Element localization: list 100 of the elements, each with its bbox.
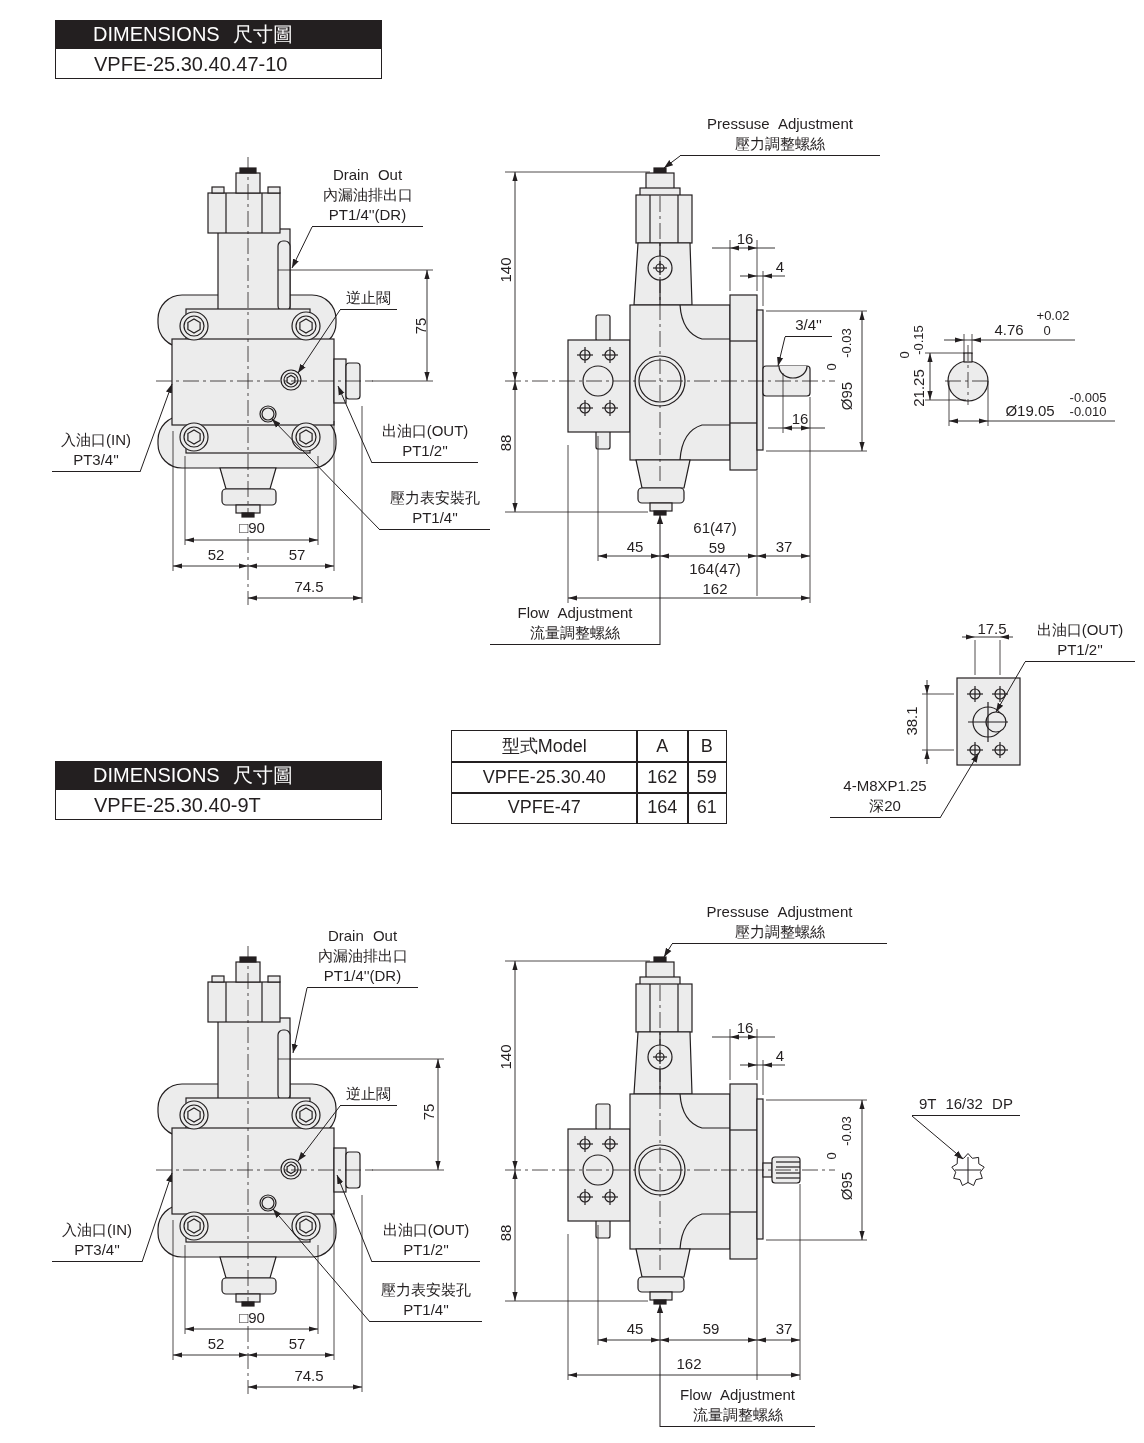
callout-text: 壓力表安裝孔 [381,1280,471,1300]
callout-label [370,1280,482,1322]
dimension-value: 59 [708,538,726,556]
callout-text: 壓力調整螺絲 [735,134,825,154]
leader-line [663,943,673,958]
leader-line [911,1115,964,1160]
leader-line [271,418,381,531]
dimension-value: 45 [626,537,644,555]
leader-line [139,383,173,473]
title-band: DIMENSIONS 尺寸圖 [55,761,382,789]
leader-line [291,226,313,269]
table-cell: VPFE-47 [451,792,638,824]
table-cell: A [636,730,689,763]
dimension-value: 0 [822,363,840,371]
leader-line [939,753,979,819]
callout-text: Pressuse Adjustment [706,902,853,922]
callout-label [340,288,397,310]
callout-label [340,1084,397,1106]
callout-text: PT1/2'' [1057,640,1103,660]
dimension-value: 16 [791,409,809,427]
dimension-value: +0.02 [1036,306,1070,324]
callout-text: PT3/4'' [74,1240,120,1260]
dimension-value: 59 [702,1319,720,1337]
dimension-value: 37 [775,537,793,555]
leader-line [777,336,786,367]
callout-label [372,1220,480,1262]
table-cell: 164 [636,792,689,824]
callout-text: 入油口(IN) [62,1220,132,1240]
callout-label [52,1220,142,1262]
callout-text: 9T 16/32 DP [919,1094,1013,1114]
title-band: DIMENSIONS 尺寸圖 [55,20,382,48]
dimension-value: 16 [736,1018,754,1036]
callout-text: 出油口(OUT) [1036,620,1124,640]
dimension-value: 52 [207,1334,225,1352]
callout-text: 壓力調整螺絲 [734,922,825,942]
dimension-value: 74.5 [294,577,324,595]
table-cell: 59 [687,761,727,794]
model-number-box: VPFE-25.30.40.47-10 [55,48,382,79]
callout-text: 深20 [869,796,901,816]
dimension-value: 57 [288,1334,306,1352]
dimension-value: Ø95 [837,381,855,411]
dimension-value: 4 [775,1046,785,1064]
callout-text: PT1/4'' [412,508,458,528]
table-cell: 162 [636,761,689,794]
dimension-value: □90 [239,518,265,536]
dimension-value: 0 [822,1152,840,1160]
callout-text: 壓力表安裝孔 [390,488,480,508]
callout-text: 4-M8XP1.25 [843,776,927,796]
callout-text: 內漏油排出口 [322,185,413,205]
dimension-value: 162 [676,1354,702,1372]
dimension-value: 4.76 [994,320,1024,338]
dimension-value: 21.25 [909,369,927,407]
dimension-value: -0.03 [837,1116,855,1146]
callout-text: 3/4'' [795,315,822,335]
callout-text: PT1/4'' [403,1300,449,1320]
dimension-value: 0 [1043,321,1051,339]
leader-line [995,661,1026,713]
dimension-value: 88 [496,1224,514,1242]
leader-line [336,1174,373,1263]
dimension-value: -0.03 [837,328,855,358]
callout-text: PT1/2'' [402,441,448,461]
callout-text: 流量調整螺絲 [530,623,620,643]
dimension-value: 38.1 [902,706,920,736]
dimension-value: 88 [496,434,514,452]
dimension-value: 162 [702,579,728,597]
callout-label [1025,620,1135,662]
callout-text: PT3/4'' [73,450,119,470]
dimension-value: 37 [775,1319,793,1337]
dimension-value: 74.5 [294,1366,324,1384]
callout-text: 流量調整螺絲 [692,1405,783,1425]
table-cell: 61 [687,792,727,824]
callout-text: 內漏油排出口 [317,946,408,966]
leader-line [656,1303,664,1428]
dimension-value: 140 [496,257,514,283]
leader-line [272,1208,371,1323]
table-cell: 型式Model [451,730,638,763]
callout-text: 出油口(OUT) [381,421,469,441]
dimension-value: Ø95 [837,1171,855,1201]
callout-text: 逆止閥 [346,288,391,308]
callout-text: 出油口(OUT) [382,1220,470,1240]
table-cell: B [687,730,727,763]
callout-label [52,430,140,472]
callout-text: 入油口(IN) [61,430,131,450]
callout-text: PT1/4''(DR) [328,205,407,225]
leader-line [663,155,681,169]
callout-label [380,488,490,530]
model-number-box: VPFE-25.30.40-9T [55,789,382,820]
dimension-value: 52 [207,545,225,563]
leader-line [141,1172,173,1263]
table-cell: VPFE-25.30.40 [451,761,638,794]
leader-line [337,385,373,464]
callout-text: 逆止閥 [346,1084,391,1104]
callout-text: Drain Out [327,926,398,946]
callout-text: Flow Adjustment [517,603,633,623]
callout-text: PT1/2'' [403,1240,449,1260]
dimension-value: 16 [736,229,754,247]
dimension-value: 4 [775,257,785,275]
dimension-value: 164(47) [689,559,741,577]
dimension-value: 61(47) [693,518,737,536]
callout-label [372,421,478,463]
